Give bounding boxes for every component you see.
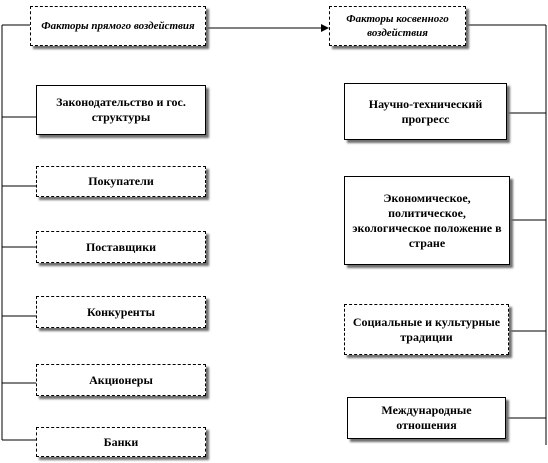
- direct-factor-shareholders-label: Акционеры: [89, 372, 153, 387]
- direct-factor-banks-label: Банки: [103, 434, 139, 449]
- direct-factor-legislation: Законодательство и гос. структуры: [36, 85, 206, 135]
- direct-factor-legislation-label: Законодательство и гос. структуры: [56, 95, 186, 124]
- header-indirect-factors: Факторы косвенного воздействия: [329, 6, 466, 46]
- indirect-factor-scientific-progress: Научно-технический прогресс: [344, 83, 507, 140]
- direct-factor-suppliers-label: Поставщики: [85, 239, 157, 254]
- indirect-factor-social-traditions: Социальные и культурные традиции: [344, 304, 509, 355]
- direct-factor-shareholders: Акционеры: [36, 364, 206, 396]
- direct-factor-customers-label: Покупатели: [88, 174, 154, 188]
- direct-factor-competitors: Конкуренты: [36, 296, 206, 328]
- indirect-factor-country-situation-label: Экономическое, политическое, экологическ…: [352, 190, 502, 250]
- indirect-factor-social-traditions-label: Социальные и культурные традиции: [352, 314, 501, 344]
- indirect-factor-international-relations: Международные отношения: [347, 397, 506, 439]
- header-direct-factors-label: Факторы прямого воздействия: [41, 20, 195, 32]
- direct-factor-competitors-label: Конкуренты: [87, 304, 155, 319]
- header-direct-factors: Факторы прямого воздействия: [30, 6, 206, 46]
- indirect-factor-country-situation: Экономическое, политическое, экологическ…: [344, 176, 510, 265]
- indirect-factor-international-relations-label: Международные отношения: [381, 403, 472, 432]
- header-indirect-factors-label: Факторы косвенного воздействия: [346, 13, 449, 39]
- direct-factor-customers: Покупатели: [36, 166, 206, 197]
- indirect-factor-scientific-progress-label: Научно-технический прогресс: [368, 96, 483, 126]
- direct-factor-banks: Банки: [36, 427, 206, 457]
- direct-factor-suppliers: Поставщики: [36, 231, 206, 263]
